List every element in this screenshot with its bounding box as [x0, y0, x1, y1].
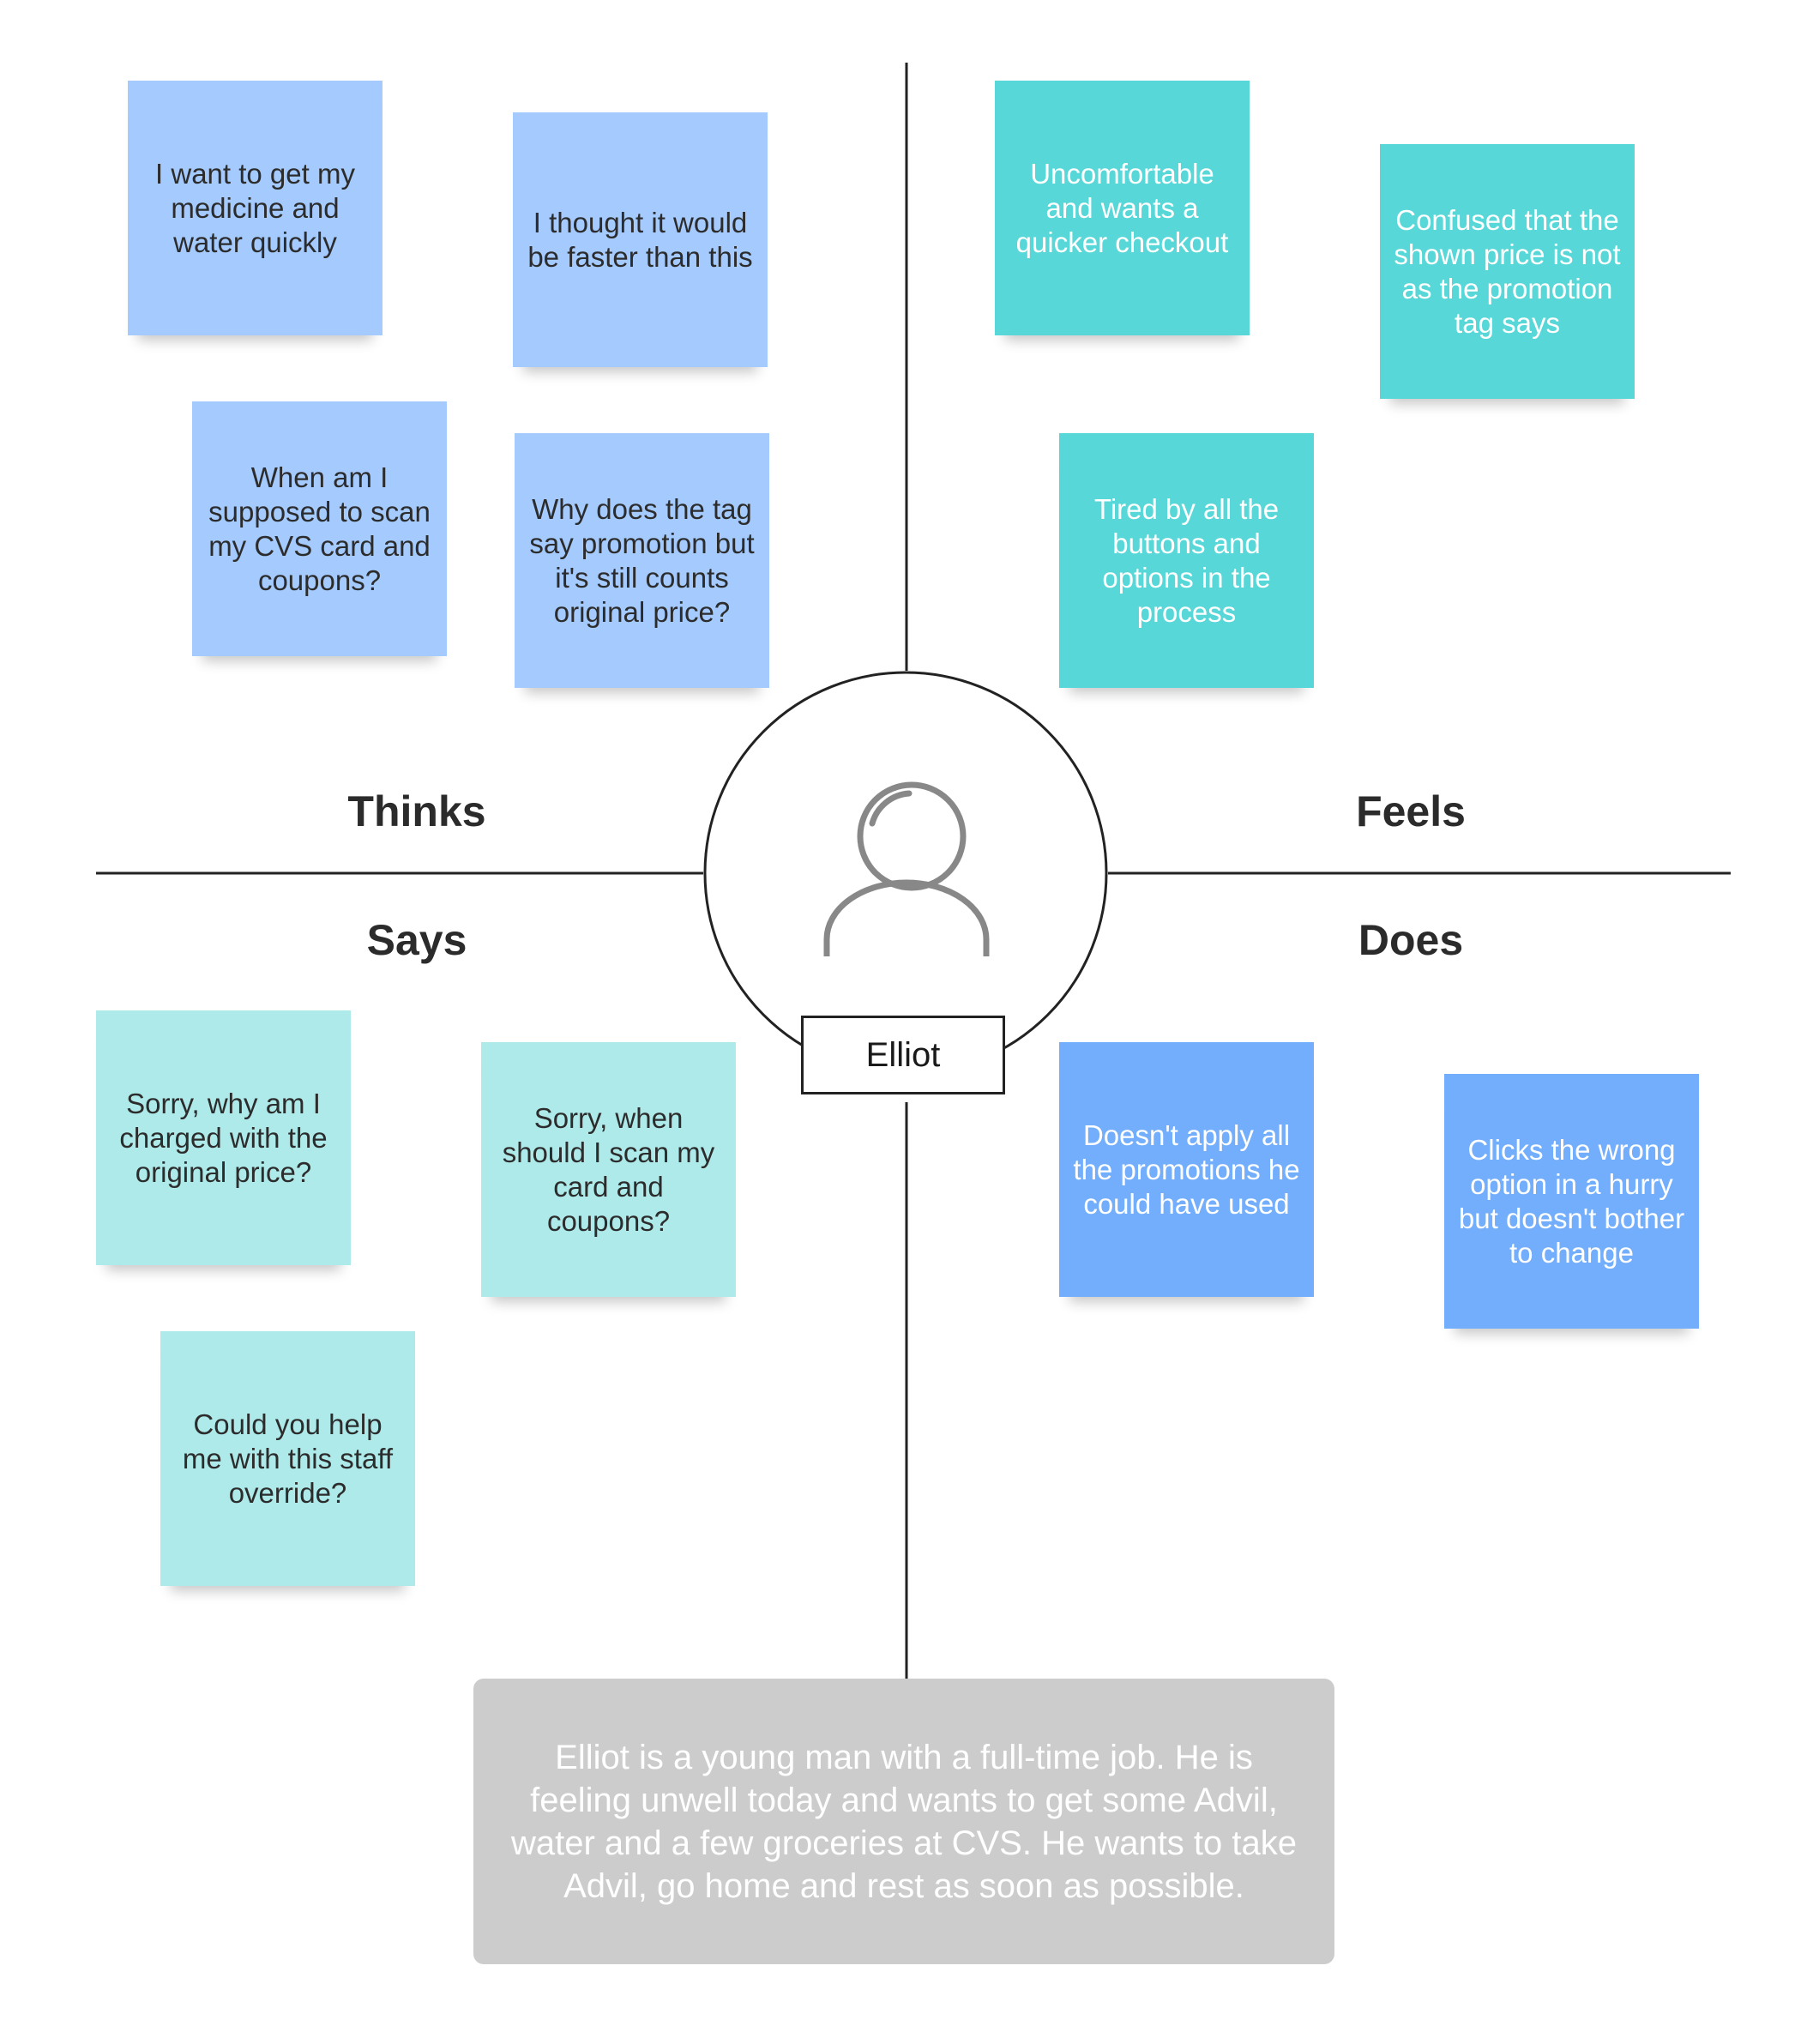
persona-name-box: Elliot — [801, 1016, 1005, 1094]
thinks-note: I want to get my medicine and water quic… — [128, 81, 382, 335]
says-note: Sorry, why am I charged with the origina… — [96, 1010, 351, 1265]
does-note: Clicks the wrong option in a hurry but d… — [1444, 1074, 1699, 1329]
thinks-note: I thought it would be faster than this — [513, 112, 768, 367]
persona-description: Elliot is a young man with a full-time j… — [511, 1738, 1297, 1905]
note-text: Confused that the shown price is not as … — [1394, 203, 1621, 339]
quadrant-label-feels: Feels — [1356, 787, 1466, 835]
note-text: Could you help me with this staff overri… — [182, 1408, 394, 1509]
note-text: Sorry, why am I charged with the origina… — [119, 1087, 328, 1188]
note-text: Uncomfortable and wants a quicker checko… — [1015, 157, 1229, 258]
feels-note: Confused that the shown price is not as … — [1380, 144, 1635, 399]
note-text: I want to get my medicine and water quic… — [155, 157, 355, 258]
says-note: Sorry, when should I scan my card and co… — [481, 1042, 736, 1297]
persona-description-box: Elliot is a young man with a full-time j… — [473, 1679, 1334, 1964]
note-text: When am I supposed to scan my CVS card a… — [208, 461, 431, 596]
note-text: Clicks the wrong option in a hurry but d… — [1458, 1133, 1685, 1269]
feels-note: Tired by all the buttons and options in … — [1059, 433, 1314, 688]
persona-name: Elliot — [865, 1035, 941, 1074]
feels-note: Uncomfortable and wants a quicker checko… — [995, 81, 1250, 335]
quadrant-label-says: Says — [366, 916, 467, 964]
note-text: Why does the tag say promotion but it's … — [529, 492, 755, 628]
note-text: I thought it would be faster than this — [527, 206, 753, 273]
note-text: Sorry, when should I scan my card and co… — [502, 1101, 715, 1237]
note-text: Doesn't apply all the promotions he coul… — [1073, 1118, 1300, 1220]
note-text: Tired by all the buttons and options in … — [1093, 492, 1280, 628]
quadrant-label-thinks: Thinks — [347, 787, 486, 835]
quadrant-label-does: Does — [1358, 916, 1464, 964]
thinks-note: Why does the tag say promotion but it's … — [515, 433, 769, 688]
user-avatar-icon — [823, 781, 990, 956]
says-note: Could you help me with this staff overri… — [160, 1331, 415, 1586]
thinks-note: When am I supposed to scan my CVS card a… — [192, 401, 447, 656]
does-note: Doesn't apply all the promotions he coul… — [1059, 1042, 1314, 1297]
